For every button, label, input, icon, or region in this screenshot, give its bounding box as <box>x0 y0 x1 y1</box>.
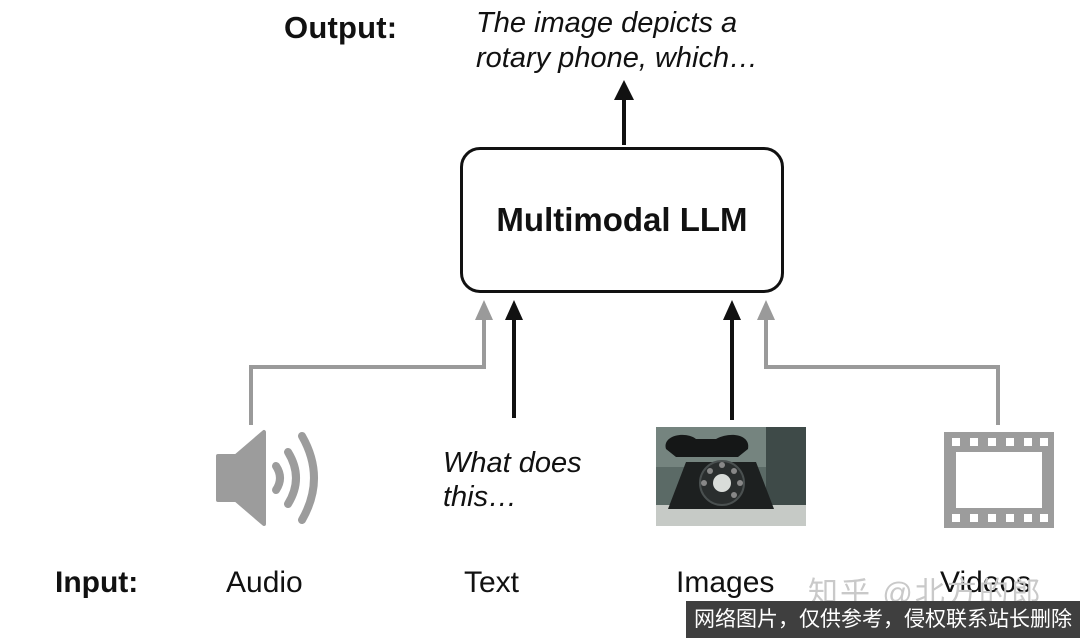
audio-label: Audio <box>226 566 303 599</box>
text-label: Text <box>464 566 520 599</box>
audio-connector <box>249 300 493 425</box>
images-label: Images <box>676 566 775 599</box>
videos-connector <box>757 300 1000 425</box>
output-text: The image depicts a rotary phone, which… <box>476 7 759 74</box>
images-connector <box>723 300 741 420</box>
film-strip-icon <box>944 432 1054 528</box>
output-label: Output: <box>284 10 398 45</box>
multimodal-llm-box: Multimodal LLM <box>460 147 784 293</box>
speaker-icon <box>216 430 318 526</box>
text-input-snippet: What does this… <box>443 447 582 513</box>
rotary-phone-photo <box>656 427 806 526</box>
input-label: Input: <box>55 566 139 599</box>
watermark-banner: 网络图片，仅供参考，侵权联系站长删除 <box>686 601 1080 638</box>
output-arrow <box>614 80 634 145</box>
videos-label: Videos <box>940 566 1032 599</box>
text-connector <box>505 300 523 418</box>
llm-label: Multimodal LLM <box>496 201 748 238</box>
